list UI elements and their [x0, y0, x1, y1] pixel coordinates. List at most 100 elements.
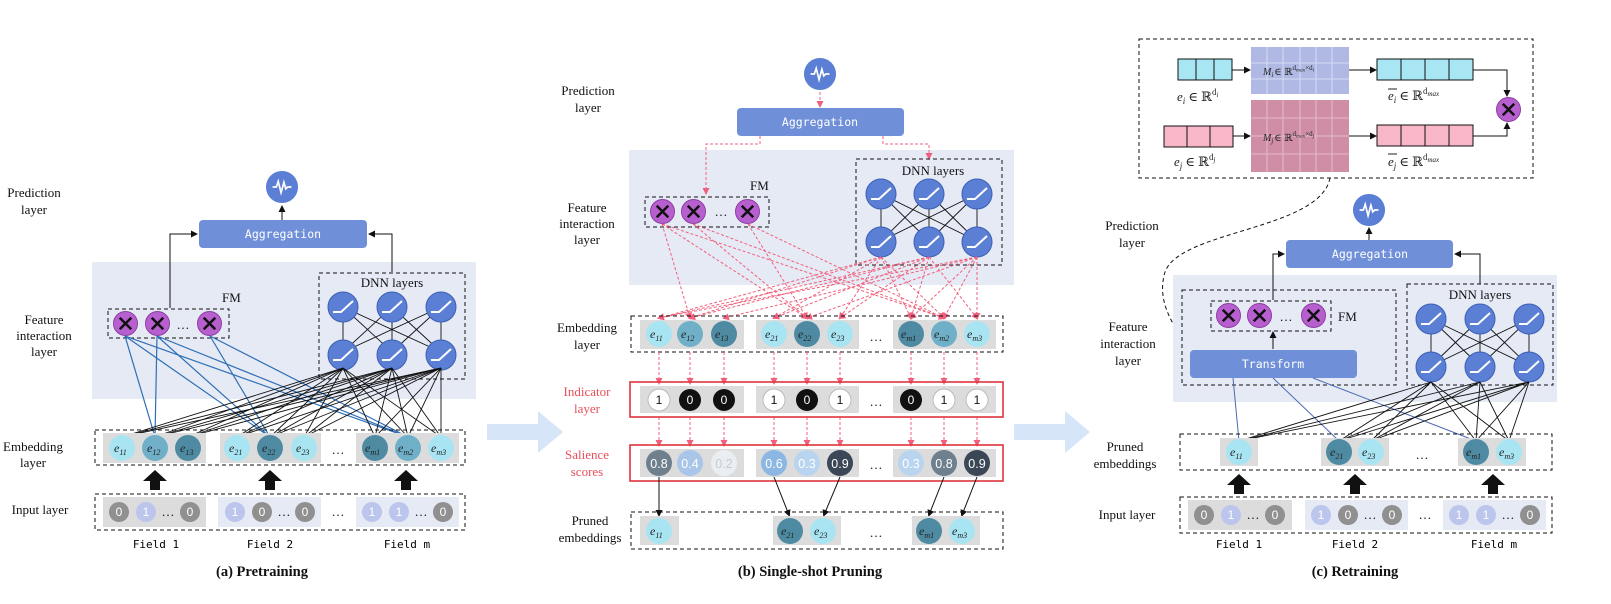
svg-text:0: 0	[687, 393, 694, 407]
field-label: Field 1	[133, 538, 179, 551]
svg-text:0: 0	[1345, 508, 1352, 522]
svg-text:0.9: 0.9	[831, 457, 848, 471]
neuron-icon	[376, 339, 408, 371]
svg-text:…: …	[332, 442, 345, 457]
up-arrow-icon	[394, 470, 418, 490]
neuron-icon	[1513, 303, 1545, 335]
svg-text:…: …	[162, 504, 175, 519]
neuron-icon	[376, 291, 408, 323]
svg-text:0.4: 0.4	[681, 457, 698, 471]
prediction-icon	[1352, 193, 1386, 227]
svg-text:…: …	[415, 504, 428, 519]
input-row: 0 1 … 0 1 0 … 0 … 1 1 … 0	[103, 497, 459, 527]
svg-text:e11: e11	[650, 524, 663, 540]
fm-cross-icon	[1216, 303, 1241, 328]
multiply-icon	[1496, 97, 1521, 122]
embedding-e13: e13	[715, 327, 728, 343]
svg-text:…: …	[870, 394, 883, 409]
fm-transform-box	[1181, 289, 1397, 386]
svg-text:1: 1	[941, 393, 948, 407]
neuron-icon	[961, 226, 993, 258]
transform-label: Transform	[1242, 357, 1304, 371]
prediction-icon	[265, 170, 299, 204]
salience-row: 0.8 0.4 0.2 0.6 0.3 0.9 … 0.3 0.8 0.9	[640, 449, 996, 477]
feature-interaction-band	[1173, 275, 1557, 402]
indicator-row: 1 0 0 1 0 1 … 0 1 1	[640, 386, 996, 413]
svg-text:0.2: 0.2	[715, 457, 732, 471]
flow-arrow-icon	[487, 411, 563, 453]
embedding-e13: e13	[180, 441, 193, 457]
neuron-icon	[961, 178, 993, 210]
svg-text:0: 0	[908, 393, 915, 407]
svg-text:1: 1	[656, 393, 663, 407]
svg-text:0: 0	[1389, 508, 1396, 522]
aggregation-block	[1286, 240, 1453, 268]
transform-block	[1190, 350, 1357, 378]
field-label: Field 2	[247, 538, 293, 551]
svg-text:0.9: 0.9	[968, 457, 985, 471]
fm-cross-icon	[197, 311, 222, 336]
svg-text:…: …	[715, 204, 728, 219]
embedding-row: e11 e12 e13 e21 e22 e23 … em1 em2 em3	[103, 433, 459, 463]
field-label: Field m	[1471, 538, 1518, 551]
svg-text:0: 0	[116, 505, 123, 519]
svg-text:1: 1	[143, 505, 150, 519]
embedding-em1: em1	[901, 327, 916, 343]
ei-out-formula: ei∈ ℝdmax	[1388, 86, 1440, 105]
svg-text:0: 0	[302, 505, 309, 519]
fm-label: FM	[222, 290, 241, 305]
svg-text:…: …	[332, 504, 345, 519]
embedding-em2: em2	[934, 327, 949, 343]
inset-ej-vector	[1163, 125, 1234, 148]
input-layer-box	[94, 493, 466, 531]
mi-formula: Mi∈ ℝdmax×di	[1262, 64, 1315, 79]
svg-text:…: …	[1247, 507, 1260, 522]
embedding-e12: e12	[681, 327, 694, 343]
svg-text:1: 1	[232, 505, 239, 519]
fm-box	[107, 308, 230, 339]
input-layer-label: Input layer	[1099, 507, 1156, 522]
salience-scores-box	[629, 444, 1004, 482]
svg-text:…: …	[870, 329, 883, 344]
svg-text:1: 1	[369, 505, 376, 519]
svg-text:0.6: 0.6	[765, 457, 782, 471]
neuron-icon	[865, 226, 897, 258]
dnn-label: DNN layers	[361, 275, 423, 290]
aggregation-label: Aggregation	[782, 115, 858, 129]
pruned-row: e11 e21 e23 … em1 em3	[1220, 438, 1526, 466]
fm-cross-icon	[1247, 303, 1272, 328]
svg-text:0: 0	[187, 505, 194, 519]
inset-link	[1162, 177, 1331, 349]
neuron-icon	[425, 291, 457, 323]
up-arrow-icon	[1227, 474, 1251, 494]
aggregation-label: Aggregation	[245, 227, 321, 241]
fm-cross-icon	[735, 199, 760, 224]
svg-text:…: …	[1419, 507, 1432, 522]
fm-cross-icon	[1301, 303, 1326, 328]
svg-text:e21: e21	[1330, 445, 1343, 461]
svg-text:1: 1	[1483, 508, 1490, 522]
svg-text:1: 1	[396, 505, 403, 519]
gradient-links	[657, 223, 981, 321]
fm-cross-icon	[650, 199, 675, 224]
up-arrow-icon	[258, 470, 282, 490]
svg-text:0.3: 0.3	[798, 457, 815, 471]
neuron-icon	[1464, 351, 1496, 383]
neuron-icon	[1415, 303, 1447, 335]
field-label: Field 1	[1216, 538, 1262, 551]
aggregation-label: Aggregation	[1332, 247, 1408, 261]
svg-text:…: …	[870, 457, 883, 472]
svg-text:1: 1	[771, 393, 778, 407]
embedding-e22: e22	[798, 327, 811, 343]
neuron-icon	[425, 339, 457, 371]
svg-text:0.3: 0.3	[902, 457, 919, 471]
svg-text:0: 0	[1272, 508, 1279, 522]
svg-text:0: 0	[1201, 508, 1208, 522]
